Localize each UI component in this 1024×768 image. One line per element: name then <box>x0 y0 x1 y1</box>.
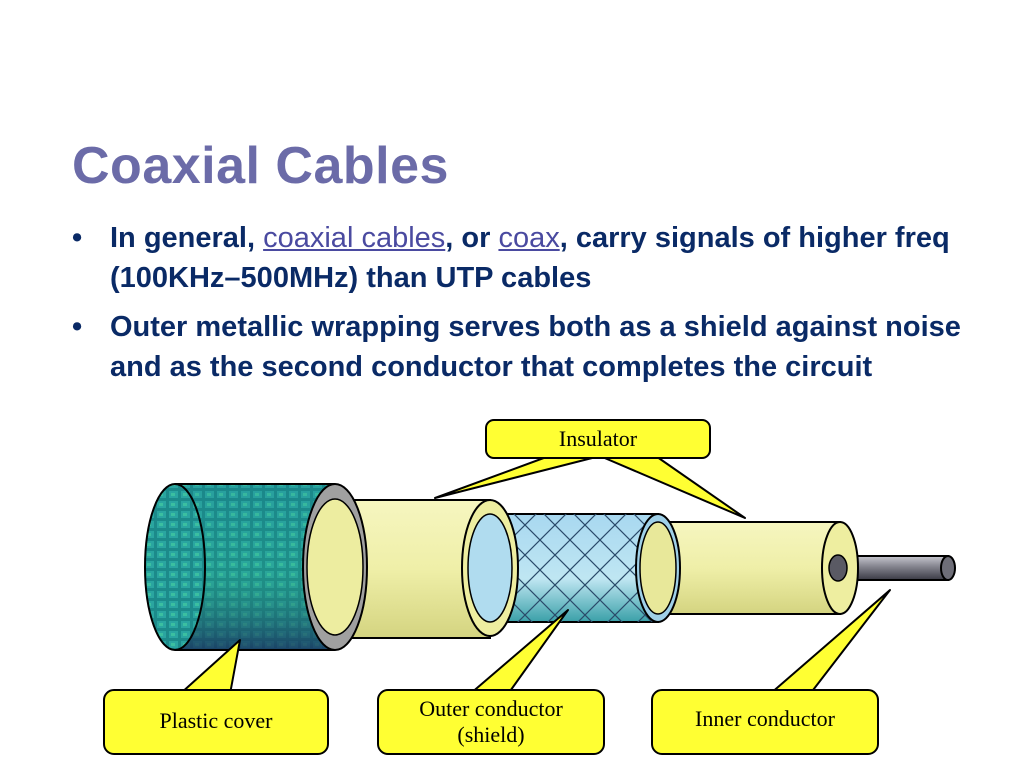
outer-conductor-label-line1: Outer conductor <box>419 696 563 721</box>
plastic-cover <box>144 483 368 651</box>
bullet-marker: • <box>72 222 83 254</box>
bullet-item: • In general, coaxial cables, or coax, c… <box>72 218 972 298</box>
plastic-cover-callout: Plastic cover <box>103 639 329 755</box>
bullet-text: , carry signals of higher freq (100KHz–5… <box>110 222 950 294</box>
bullet-text: Outer metallic wrapping serves both as a… <box>110 311 961 383</box>
inner-insulator <box>659 521 859 615</box>
insulator-callout: Insulator <box>434 419 746 519</box>
inner-conductor-callout: Inner conductor <box>651 589 891 755</box>
outer-conductor-shield <box>487 513 681 623</box>
bullet-list: • In general, coaxial cables, or coax, c… <box>72 218 972 396</box>
coax-link[interactable]: coax <box>498 222 560 254</box>
bullet-text: , or <box>445 222 499 254</box>
bullet-text: In general, <box>110 222 264 254</box>
bullet-marker: • <box>72 311 83 343</box>
insulator-label: Insulator <box>559 426 638 451</box>
slide-title: Coaxial Cables <box>72 137 449 195</box>
outer-conductor-callout: Outer conductor (shield) <box>377 609 605 755</box>
coaxial-cables-link[interactable]: coaxial cables <box>263 222 446 254</box>
outer-conductor-label-line2: (shield) <box>457 722 524 747</box>
bullet-item: • Outer metallic wrapping serves both as… <box>72 307 972 387</box>
plastic-cover-label: Plastic cover <box>159 708 273 733</box>
inner-conductor-label: Inner conductor <box>695 706 836 731</box>
